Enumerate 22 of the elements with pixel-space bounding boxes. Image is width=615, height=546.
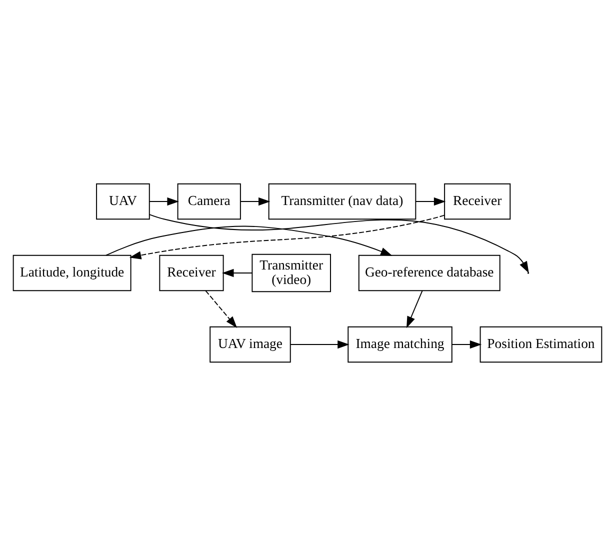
- node-box: UAV image: [210, 326, 291, 363]
- arrow: [415, 197, 446, 206]
- arrow: [406, 290, 423, 328]
- arrow: [240, 197, 270, 206]
- arrow: [129, 214, 445, 260]
- node-box: Receiver: [444, 183, 511, 220]
- arrow: [149, 214, 529, 274]
- arrow: [222, 268, 253, 278]
- node-box: UAV: [96, 183, 150, 220]
- node-box: Transmitter (video): [252, 254, 331, 292]
- arrow: [452, 340, 482, 349]
- arrow: [149, 197, 179, 206]
- node-box: Position Estimation: [480, 326, 602, 363]
- node-box: Receiver: [159, 254, 224, 292]
- arrow: [205, 290, 238, 328]
- arrow: [290, 340, 350, 349]
- node-box: Image matching: [348, 326, 452, 363]
- node-box: Latitude, longitude: [12, 254, 132, 292]
- node-box: Transmitter (nav data): [268, 183, 416, 220]
- arrow: [106, 226, 392, 256]
- node-box: Geo-reference database: [358, 254, 500, 292]
- node-box: Camera: [177, 183, 241, 220]
